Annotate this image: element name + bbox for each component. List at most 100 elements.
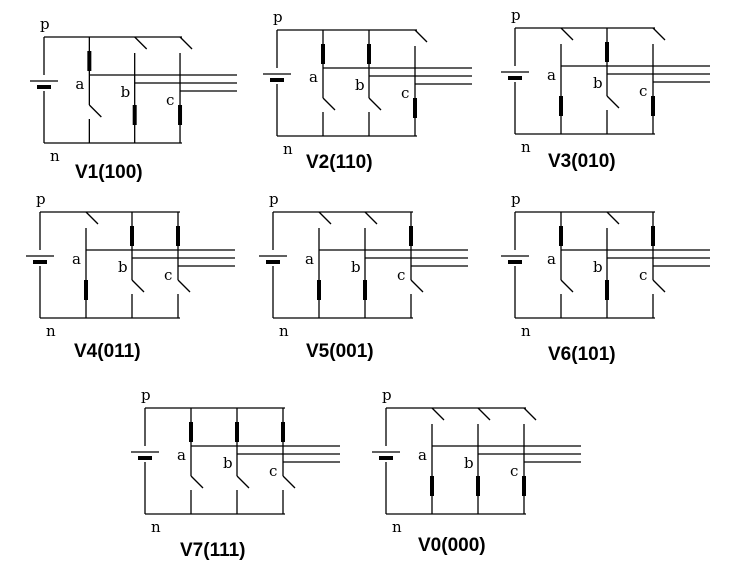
lower-switch-open xyxy=(88,104,102,118)
terminal-n-label: n xyxy=(521,138,531,156)
phase-label-b: b xyxy=(464,454,474,472)
inverter-circuit-4: p n a b c xyxy=(26,190,235,340)
vector-title-4: V4(011) xyxy=(74,341,141,362)
upper-switch-open xyxy=(179,36,193,50)
phase-label-b: b xyxy=(121,83,131,101)
lower-switch-open xyxy=(236,475,250,489)
terminal-n-label: n xyxy=(279,322,289,340)
phase-leg-c: c xyxy=(639,212,710,318)
lower-switch-open xyxy=(131,279,145,293)
terminal-p-label: p xyxy=(382,386,392,404)
phase-leg-c: c xyxy=(397,212,468,318)
phase-label-c: c xyxy=(510,462,518,480)
phase-leg-a: a xyxy=(418,407,581,514)
phase-label-a: a xyxy=(418,446,427,464)
lower-switch-open xyxy=(190,475,204,489)
terminal-p-label: p xyxy=(511,190,521,208)
phase-label-c: c xyxy=(166,91,174,109)
terminal-n-label: n xyxy=(46,322,56,340)
phase-leg-a: a xyxy=(72,211,235,318)
phase-leg-b: b xyxy=(593,28,710,134)
terminal-p-label: p xyxy=(269,190,279,208)
phase-label-b: b xyxy=(593,258,603,276)
phase-leg-c: c xyxy=(639,27,710,134)
upper-switch-open xyxy=(560,27,574,41)
upper-switch-open xyxy=(364,211,378,225)
terminal-p-label: p xyxy=(273,8,283,26)
phase-label-c: c xyxy=(639,266,647,284)
inverter-circuit-7: p n a b c xyxy=(131,386,340,536)
vector-title-3: V3(010) xyxy=(548,151,616,172)
inverter-circuit-2: p n a b c xyxy=(263,8,472,158)
phase-label-a: a xyxy=(75,75,84,93)
terminal-n-label: n xyxy=(392,518,402,536)
phase-label-c: c xyxy=(397,266,405,284)
lower-switch-open xyxy=(282,475,296,489)
phase-leg-b: b xyxy=(351,211,468,318)
phase-leg-b: b xyxy=(223,408,340,514)
upper-switch-open xyxy=(431,407,445,421)
inverter-circuit-8: p n a b c xyxy=(372,386,581,536)
terminal-n-label: n xyxy=(283,140,293,158)
phase-label-a: a xyxy=(547,66,556,84)
inverter-circuit-6: p n a b c xyxy=(501,190,710,340)
vector-title-1: V1(100) xyxy=(75,162,143,183)
upper-switch-open xyxy=(318,211,332,225)
vector-title-2: V2(110) xyxy=(306,152,373,173)
upper-switch-open xyxy=(134,36,148,50)
phase-label-a: a xyxy=(547,250,556,268)
vector-title-6: V6(101) xyxy=(548,344,616,365)
phase-leg-b: b xyxy=(118,212,235,318)
terminal-n-label: n xyxy=(151,518,161,536)
phase-leg-c: c xyxy=(269,408,340,514)
terminal-p-label: p xyxy=(40,15,50,33)
lower-switch-open xyxy=(560,279,574,293)
vector-title-8: V0(000) xyxy=(418,535,486,556)
upper-switch-open xyxy=(606,211,620,225)
terminal-n-label: n xyxy=(521,322,531,340)
phase-leg-b: b xyxy=(121,36,237,143)
phase-label-b: b xyxy=(351,258,361,276)
phase-leg-a: a xyxy=(177,408,340,514)
phase-label-c: c xyxy=(401,84,409,102)
phase-leg-b: b xyxy=(464,407,581,514)
phase-label-a: a xyxy=(177,446,186,464)
phase-leg-c: c xyxy=(166,36,237,143)
phase-label-a: a xyxy=(309,68,318,86)
phase-leg-a: a xyxy=(547,212,710,318)
lower-switch-open xyxy=(177,279,191,293)
phase-leg-c: c xyxy=(510,407,581,514)
lower-switch-open xyxy=(410,279,424,293)
phase-label-a: a xyxy=(72,250,81,268)
phase-label-c: c xyxy=(269,462,277,480)
terminal-p-label: p xyxy=(36,190,46,208)
upper-switch-open xyxy=(523,407,537,421)
vector-title-5: V5(001) xyxy=(306,341,374,362)
phase-label-c: c xyxy=(639,82,647,100)
phase-label-b: b xyxy=(355,76,365,94)
inverter-circuit-5: p n a b c xyxy=(259,190,468,340)
phase-leg-a: a xyxy=(309,30,472,136)
phase-leg-c: c xyxy=(401,29,472,136)
phase-leg-b: b xyxy=(355,30,472,136)
upper-switch-open xyxy=(652,27,666,41)
phase-label-c: c xyxy=(164,266,172,284)
phase-label-a: a xyxy=(305,250,314,268)
vector-title-7: V7(111) xyxy=(180,540,246,561)
phase-leg-c: c xyxy=(164,212,235,318)
lower-switch-open xyxy=(322,97,336,111)
lower-switch-open xyxy=(368,97,382,111)
lower-switch-open xyxy=(606,95,620,109)
phase-label-b: b xyxy=(118,258,128,276)
lower-switch-open xyxy=(652,279,666,293)
phase-leg-a: a xyxy=(305,211,468,318)
phase-label-b: b xyxy=(593,74,603,92)
upper-switch-open xyxy=(477,407,491,421)
terminal-p-label: p xyxy=(511,6,521,24)
terminal-p-label: p xyxy=(141,386,151,404)
phase-label-b: b xyxy=(223,454,233,472)
phase-leg-a: a xyxy=(547,27,710,134)
